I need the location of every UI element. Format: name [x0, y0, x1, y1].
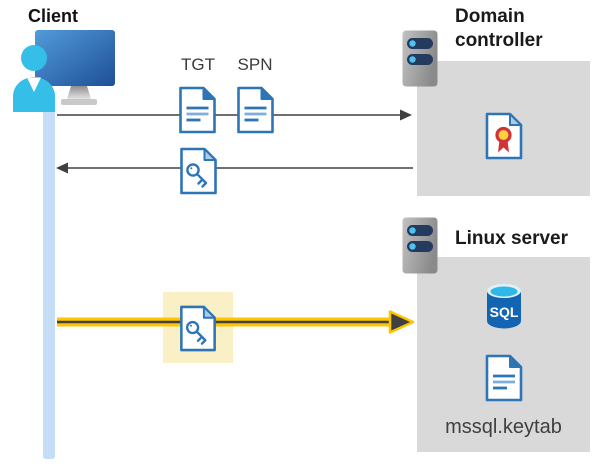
person-icon [13, 45, 55, 112]
sql-database-icon: SQL [487, 284, 521, 329]
key-icon [186, 163, 208, 188]
monitor-stand [67, 86, 91, 99]
key-icon [185, 320, 207, 345]
linux-server-label: Linux server [455, 228, 568, 249]
monitor-icon [35, 30, 115, 86]
linux-server-icon [402, 217, 438, 274]
key-document-icon-highlighted [180, 305, 216, 352]
response-arrow [56, 162, 413, 174]
request-arrow [57, 109, 412, 121]
keytab-filename: mssql.keytab [445, 416, 562, 438]
domain-controller-label: Domain controller [455, 6, 543, 51]
spn-document-icon [237, 86, 274, 134]
tgt-label: TGT [181, 55, 215, 74]
spn-label: SPN [237, 55, 273, 74]
client-label: Client [28, 6, 79, 26]
client-timeline [43, 92, 55, 459]
certificate-icon [485, 112, 523, 160]
service-ticket-arrow [57, 310, 415, 334]
ribbon-award-icon [495, 126, 512, 153]
tgt-document-icon [179, 86, 216, 134]
sql-badge-text: SQL [490, 304, 519, 320]
domain-controller-server-icon [402, 30, 438, 87]
client-workstation-icon [13, 30, 115, 112]
keytab-document-icon [485, 354, 523, 402]
key-document-icon [180, 147, 217, 195]
